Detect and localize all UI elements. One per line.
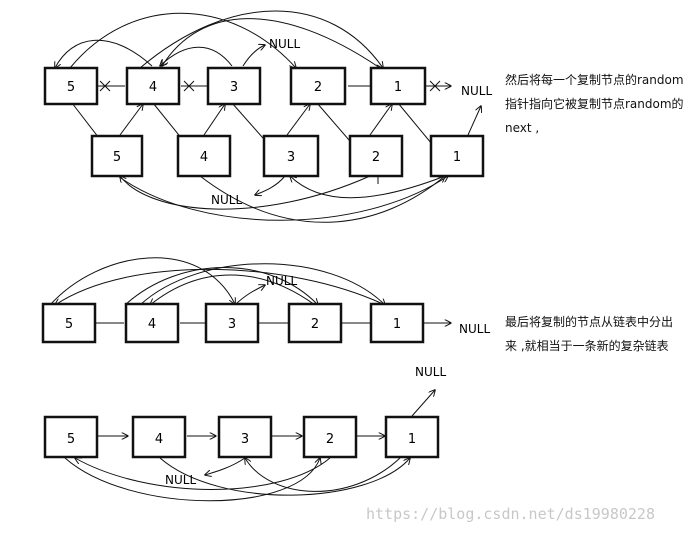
d1-copy-node-2: 2	[372, 150, 380, 165]
d1-top-node-3: 3	[230, 80, 238, 95]
d3-node-1: 1	[408, 432, 416, 447]
d3-node-5: 5	[67, 432, 75, 447]
d1-copy-node-1: 1	[453, 150, 461, 165]
d3-row: 5 4 3 2 1	[43, 415, 440, 459]
d2-node-3: 3	[228, 317, 236, 332]
d3-node-2: 2	[326, 432, 334, 447]
caption-line: 最后将复制的节点从链表中分出	[505, 315, 674, 329]
d1-copy-node-5: 5	[113, 150, 121, 165]
d1-top-node-1: 1	[394, 80, 402, 95]
d3-node-4: 4	[155, 432, 163, 447]
d2-node-1: 1	[393, 317, 401, 332]
d3-null-top: NULL	[415, 365, 446, 379]
d1-top-row: 5 4 3 2 1	[43, 66, 427, 106]
caption-line: next ,	[505, 121, 540, 135]
d1-copy-node-3: 3	[287, 150, 295, 165]
d1-copy-node-4: 4	[200, 150, 208, 165]
d1-null-right: NULL	[461, 84, 492, 98]
d1-copy-row: 5 4 3 2 1	[90, 134, 485, 178]
watermark: https://blog.csdn.net/ds19980228	[366, 505, 655, 523]
caption-line: 来 ,就相当于一条新的复杂链表	[505, 339, 669, 353]
d1-null-top: NULL	[269, 37, 300, 51]
d2-node-5: 5	[65, 317, 73, 332]
d2-null-right: NULL	[459, 322, 490, 336]
d2-row: 5 4 3 2 1	[41, 302, 425, 344]
d2-node-4: 4	[148, 317, 156, 332]
caption-step-split: 最后将复制的节点从链表中分出 来 ,就相当于一条新的复杂链表	[505, 310, 673, 358]
caption-step-random: 然后将每一个复制节点的random 指针指向它被复制节点random的 next…	[505, 68, 684, 140]
d1-top-node-5: 5	[67, 80, 75, 95]
caption-line: 指针指向它被复制节点random的	[505, 97, 684, 111]
d1-top-node-2: 2	[314, 80, 322, 95]
caption-line: 然后将每一个复制节点的random	[505, 73, 684, 87]
d3-null-bottom: NULL	[165, 473, 196, 487]
d1-null-bottom: NULL	[211, 193, 242, 207]
d3-node-3: 3	[241, 432, 249, 447]
d2-node-2: 2	[311, 317, 319, 332]
d1-top-node-4: 4	[149, 80, 157, 95]
d2-null-top: NULL	[266, 274, 297, 288]
